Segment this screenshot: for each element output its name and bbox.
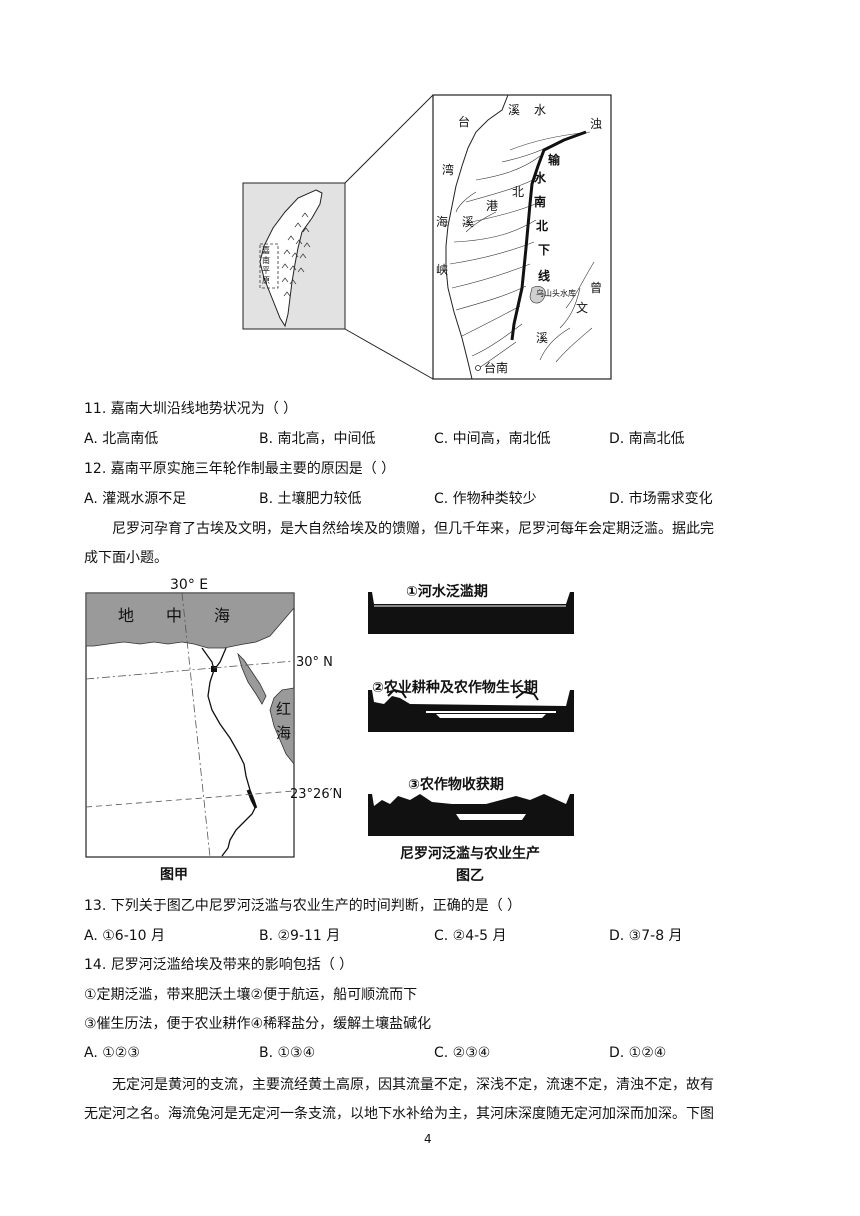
jia-sea-char-3: 海 <box>214 606 231 625</box>
map-label-bei2: 北 <box>536 219 549 233</box>
map-label-hai: 海 <box>436 215 449 229</box>
jia-lat30-label: 30° N <box>296 655 333 670</box>
map-label-xia: 峡 <box>436 263 449 277</box>
q11-option-a[interactable]: A. 北高南低 <box>84 431 159 447</box>
yi-title: 尼罗河泛滥与农业生产 <box>400 846 540 862</box>
q12-option-c[interactable]: C. 作物种类较少 <box>434 491 537 507</box>
q11-option-c[interactable]: C. 中间高，南北低 <box>434 431 551 447</box>
map-label-xishui: 溪水 <box>508 103 561 117</box>
page-number: 4 <box>424 1132 432 1146</box>
map-label-zeng: 曾 <box>590 281 603 295</box>
nile-flood-panels-graphic <box>368 592 574 836</box>
inset-plain-label: 嘉南平原 <box>262 246 270 285</box>
figure-yi: ①河水泛滥期 ②农业耕种及农作物生长期 ③农作物收获期 尼罗河泛滥与农业生产 图… <box>366 578 578 888</box>
map-label-shu: 输 <box>548 153 561 167</box>
jia-sea-char-1: 地 <box>118 606 135 625</box>
map-label-xi-small: 溪 <box>462 215 475 229</box>
map-label-zhuo: 浊 <box>590 117 603 131</box>
yi-panel1-label: ①河水泛滥期 <box>406 584 488 600</box>
question-11-stem: 11. 嘉南大圳沿线地势状况为（ ） <box>84 401 298 417</box>
q14-statement-line1: ①定期泛滥，带来肥沃土壤②便于航运，船可顺流而下 <box>84 987 418 1003</box>
map-label-wan: 湾 <box>442 163 455 177</box>
map-label-shui: 水 <box>534 171 547 185</box>
map-label-nan: 南 <box>534 195 547 209</box>
wuding-intro-line2: 无定河之名。海流兔河是无定河一条支流，以地下水补给为主，其河床深度随无定河加深而… <box>84 1106 714 1122</box>
question-13-stem: 13. 下列关于图乙中尼罗河泛滥与农业生产的时间判断，正确的是（ ） <box>84 898 522 914</box>
jia-sea-char-2: 中 <box>166 606 183 625</box>
map-label-jiang: 港 <box>486 199 499 213</box>
q14-option-d[interactable]: D. ①②④ <box>609 1045 667 1061</box>
taiwan-map-graphic <box>242 94 612 380</box>
map-label-tai: 台 <box>458 115 471 129</box>
q13-option-c[interactable]: C. ②4-5 月 <box>434 928 507 944</box>
jia-lon-label: 30° E <box>170 577 209 593</box>
map-label-tainan: 台南 <box>484 361 509 375</box>
yi-panel3-label: ③农作物收获期 <box>408 777 504 793</box>
map-label-xi-end: 溪 <box>536 331 549 345</box>
taiwan-figure: 嘉南平原 溪水 浊 台 湾 海 峡 输 水 北 港 南 溪 北 下 线 乌山头水… <box>240 92 615 382</box>
question-14-stem: 14. 尼罗河泛滥给埃及带来的影响包括（ ） <box>84 957 354 973</box>
nile-intro-line1: 尼罗河孕育了古埃及文明，是大自然给埃及的馈赠，但几千年来，尼罗河每年会定期泛滥。… <box>112 521 714 537</box>
q12-option-d[interactable]: D. 市场需求变化 <box>609 491 713 507</box>
map-label-reservoir: 乌山头水库 <box>536 289 576 298</box>
map-label-wen: 文 <box>576 301 589 315</box>
jia-tropic-label: 23°26′N <box>290 787 343 802</box>
q14-option-b[interactable]: B. ①③④ <box>259 1045 316 1061</box>
q14-option-a[interactable]: A. ①②③ <box>84 1045 140 1061</box>
map-label-xian: 线 <box>538 269 551 283</box>
jia-caption: 图甲 <box>160 867 188 883</box>
q13-option-b[interactable]: B. ②9-11 月 <box>259 928 341 944</box>
wuding-intro-line1: 无定河是黄河的支流，主要流经黄土高原，因其流量不定，深浅不定，流速不定，清浊不定… <box>112 1077 714 1093</box>
jia-redsea-char-1: 红 <box>276 700 292 718</box>
q11-option-d[interactable]: D. 南高北低 <box>609 431 685 447</box>
yi-caption: 图乙 <box>456 868 484 884</box>
q12-option-b[interactable]: B. 土壤肥力较低 <box>259 491 362 507</box>
map-label-bei: 北 <box>512 185 525 199</box>
nile-intro-line2: 成下面小题。 <box>84 550 168 566</box>
yi-panel2-label: ②农业耕种及农作物生长期 <box>372 680 538 696</box>
q13-option-a[interactable]: A. ①6-10 月 <box>84 928 166 944</box>
nile-map-graphic <box>85 592 295 858</box>
figure-jia: 30° E 地 中 海 30° N 红 海 23°26′N 图甲 <box>84 578 354 888</box>
q14-statement-line2: ③催生历法，便于农业耕作④稀释盐分，缓解土壤盐碱化 <box>84 1016 432 1032</box>
q14-option-c[interactable]: C. ②③④ <box>434 1045 491 1061</box>
map-label-down: 下 <box>538 243 551 257</box>
q11-option-b[interactable]: B. 南北高，中间低 <box>259 431 376 447</box>
jia-redsea-char-2: 海 <box>276 724 292 742</box>
q12-option-a[interactable]: A. 灌溉水源不足 <box>84 491 187 507</box>
question-12-stem: 12. 嘉南平原实施三年轮作制最主要的原因是（ ） <box>84 461 396 477</box>
q13-option-d[interactable]: D. ③7-8 月 <box>609 928 683 944</box>
